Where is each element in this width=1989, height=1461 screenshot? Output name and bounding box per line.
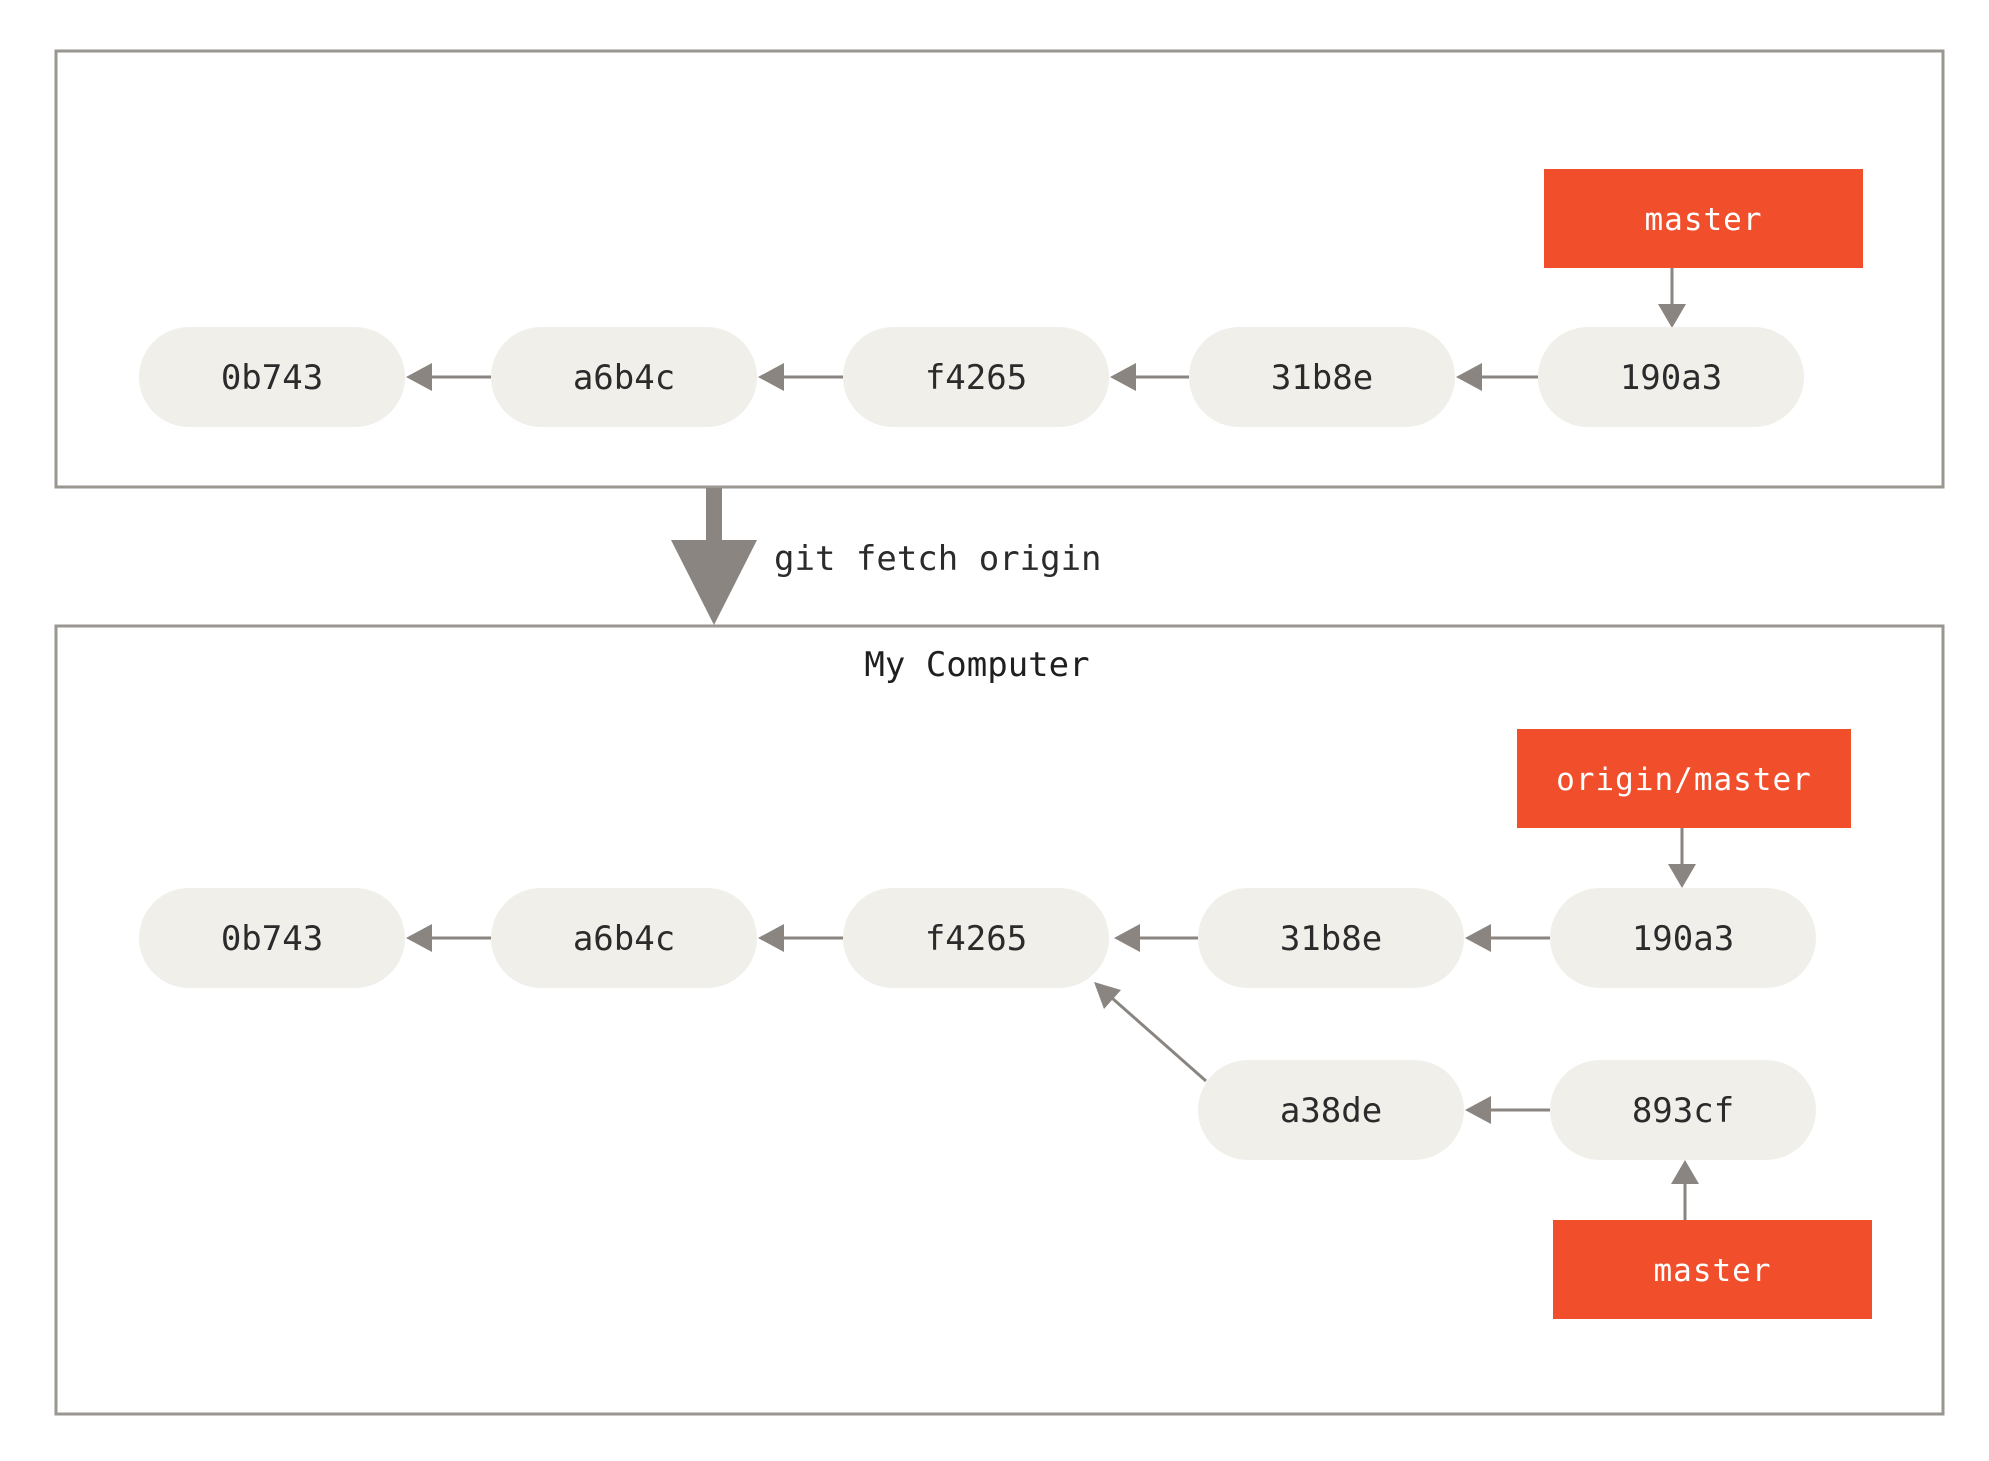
local-commit-a6b4c: a6b4c: [491, 888, 757, 988]
local-commit-f4265-label: f4265: [925, 919, 1027, 959]
local-commit-893cf: 893cf: [1550, 1060, 1816, 1160]
arrow-local-f4265-to-a6b4c: [758, 924, 843, 952]
arrow-remote-f4265-to-a6b4c: [758, 363, 843, 391]
arrow-remote-31b8e-to-f4265: [1110, 363, 1189, 391]
remote-commit-a6b4c-label: a6b4c: [573, 358, 675, 398]
arrow-local-893cf-to-a38de: [1465, 1096, 1550, 1124]
local-master-label: master: [1654, 1253, 1772, 1289]
local-commit-a38de: a38de: [1198, 1060, 1464, 1160]
local-commit-893cf-label: 893cf: [1632, 1091, 1734, 1131]
arrow-remote-master-to-190a3: [1658, 268, 1686, 328]
origin-master-label: origin/master: [1556, 762, 1812, 798]
local-master-branch: master: [1553, 1220, 1872, 1319]
local-commit-0b743: 0b743: [139, 888, 405, 988]
remote-commit-190a3: 190a3: [1538, 327, 1804, 427]
local-commit-190a3: 190a3: [1550, 888, 1816, 988]
remote-commit-f4265-label: f4265: [925, 358, 1027, 398]
fetch-command-label: git fetch origin: [774, 539, 1102, 579]
remote-master-label: master: [1645, 202, 1763, 238]
origin-master-branch: origin/master: [1517, 729, 1851, 828]
arrow-local-a38de-to-f4265: [1094, 982, 1207, 1083]
local-commit-31b8e-label: 31b8e: [1280, 919, 1382, 959]
remote-commit-190a3-label: 190a3: [1620, 358, 1722, 398]
local-panel-title: My Computer: [864, 645, 1089, 685]
arrow-local-master-to-893cf: [1671, 1160, 1699, 1220]
arrow-origin-master-to-190a3: [1668, 828, 1696, 888]
remote-commit-31b8e-label: 31b8e: [1271, 358, 1373, 398]
local-commit-a38de-label: a38de: [1280, 1091, 1382, 1131]
remote-commit-31b8e: 31b8e: [1189, 327, 1455, 427]
remote-master-branch: master: [1544, 169, 1863, 268]
local-commit-0b743-label: 0b743: [221, 919, 323, 959]
local-commit-31b8e: 31b8e: [1198, 888, 1464, 988]
arrow-remote-a6b4c-to-0b743: [406, 363, 491, 391]
remote-commit-0b743-label: 0b743: [221, 358, 323, 398]
arrow-local-190a3-to-31b8e: [1465, 924, 1550, 952]
fetch-arrow-icon: [671, 488, 757, 625]
arrow-local-a6b4c-to-0b743: [406, 924, 491, 952]
local-commit-190a3-label: 190a3: [1632, 919, 1734, 959]
remote-commit-a6b4c: a6b4c: [491, 327, 757, 427]
arrow-remote-190a3-to-31b8e: [1456, 363, 1538, 391]
local-commit-f4265: f4265: [843, 888, 1109, 988]
remote-commit-f4265: f4265: [843, 327, 1109, 427]
arrow-local-31b8e-to-f4265: [1114, 924, 1198, 952]
remote-commit-0b743: 0b743: [139, 327, 405, 427]
local-commit-a6b4c-label: a6b4c: [573, 919, 675, 959]
